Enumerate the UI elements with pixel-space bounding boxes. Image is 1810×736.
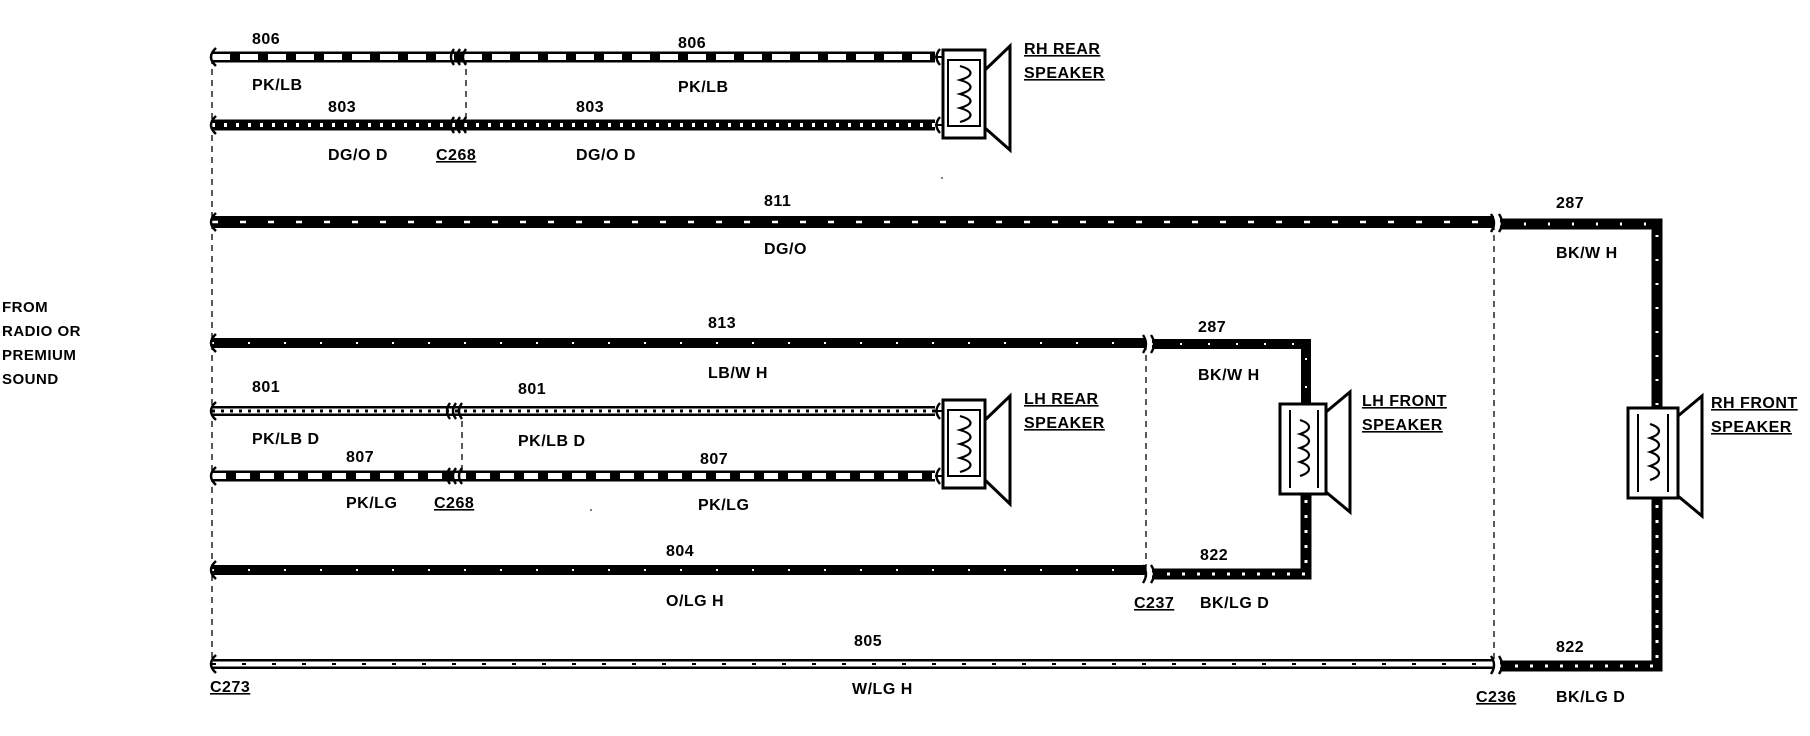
wire-822-left-color: BK/LG D (1200, 595, 1269, 612)
wire-813-color: LB/W H (708, 365, 768, 382)
wire-806b-color: PK/LB (678, 79, 729, 96)
rh-rear-speaker-icon (935, 42, 1012, 154)
source-line-2: RADIO OR (2, 323, 81, 340)
wire-822-right-circuit: 822 (1556, 639, 1584, 656)
lh-front-speaker-label-1: LH FRONT (1362, 393, 1447, 410)
rh-rear-speaker-label-2: SPEAKER (1024, 65, 1105, 82)
wire-822-right-color: BK/LG D (1556, 689, 1625, 706)
lh-rear-speaker-icon (935, 392, 1012, 508)
connector-c237-label: C237 (1134, 595, 1174, 612)
wire-807b-color: PK/LG (698, 497, 749, 514)
source-line-4: SOUND (2, 371, 59, 388)
wire-813-circuit: 813 (708, 315, 736, 332)
lh-front-speaker-label-2: SPEAKER (1362, 417, 1443, 434)
wire-803a-color: DG/O D (328, 147, 388, 164)
wire-287-right-color: BK/W H (1556, 245, 1618, 262)
wire-804-color: O/LG H (666, 593, 724, 610)
connector-c273-label: C273 (210, 679, 250, 696)
wire-811-color: DG/O (764, 241, 807, 258)
c273-end-caps (209, 47, 217, 674)
wire-822-left-circuit: 822 (1200, 547, 1228, 564)
wire-801a-circuit: 801 (252, 379, 280, 396)
wire-806a-color: PK/LB (252, 77, 303, 94)
speck-mark (941, 177, 943, 179)
source-label: FROM RADIO OR PREMIUM SOUND (2, 299, 81, 388)
wire-287-right (1500, 218, 1663, 408)
wire-805-circuit: 805 (854, 633, 882, 650)
wire-806a-circuit: 806 (252, 31, 280, 48)
wire-804-circuit: 804 (666, 543, 694, 560)
rh-front-speaker-icon (1626, 392, 1704, 520)
connector-c268-top-label: C268 (436, 147, 476, 164)
wire-822-left (1152, 490, 1312, 580)
speck-mark (590, 509, 592, 511)
wire-822-right (1500, 496, 1663, 672)
lh-rear-speaker-label-1: LH REAR (1024, 391, 1099, 408)
connector-c236-label: C236 (1476, 689, 1516, 706)
wire-807a-color: PK/LG (346, 495, 397, 512)
wire-801b-circuit: 801 (518, 381, 546, 398)
wire-805-color: W/LG H (852, 681, 913, 698)
wire-807a-circuit: 807 (346, 449, 374, 466)
wire-287-right-circuit: 287 (1556, 195, 1584, 212)
wire-803b-circuit: 803 (576, 99, 604, 116)
rh-front-speaker-label-2: SPEAKER (1711, 419, 1792, 436)
connector-c268-bottom-label: C268 (434, 495, 474, 512)
lh-rear-speaker-label-2: SPEAKER (1024, 415, 1105, 432)
wire-803a-circuit: 803 (328, 99, 356, 116)
inline-connector-marks (445, 48, 1504, 675)
wire-811-circuit: 811 (764, 193, 791, 210)
wire-807b-circuit: 807 (700, 451, 728, 468)
wire-287-left-color: BK/W H (1198, 367, 1260, 384)
lh-front-speaker-icon (1278, 388, 1352, 516)
wire-287-left-circuit: 287 (1198, 319, 1226, 336)
wire-801a-color: PK/LB D (252, 431, 320, 448)
rh-front-speaker-label-1: RH FRONT (1711, 395, 1798, 412)
rh-rear-speaker-label-1: RH REAR (1024, 41, 1100, 58)
source-line-3: PREMIUM (2, 347, 76, 364)
wire-803b-color: DG/O D (576, 147, 636, 164)
source-line-1: FROM (2, 299, 48, 316)
wire-806b-circuit: 806 (678, 35, 706, 52)
wire-801b-color: PK/LB D (518, 433, 586, 450)
wire-287-left (1152, 339, 1311, 404)
